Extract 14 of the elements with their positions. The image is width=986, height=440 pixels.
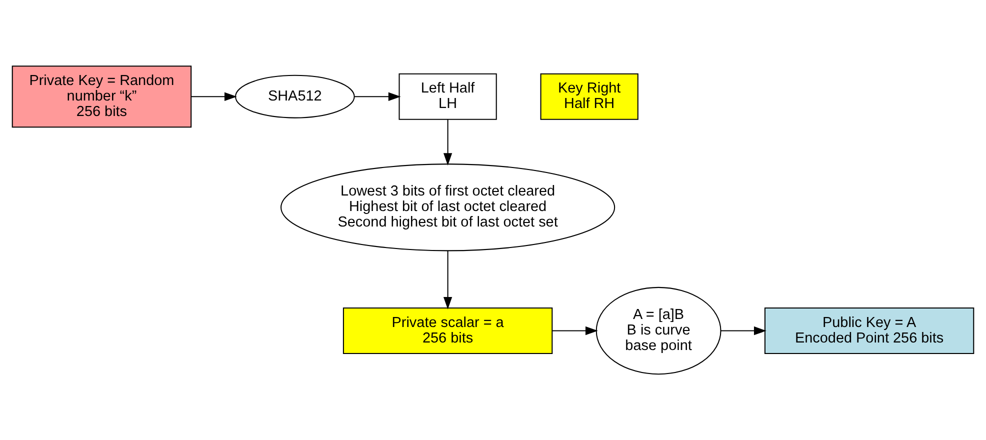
node-box: Public Key = A Encoded Point 256 bits [764, 308, 974, 354]
arrow [552, 326, 598, 336]
arrow [191, 92, 237, 101]
node-ellipse: Lowest 3 bits of first octet cleared Highest bit of last octet cleared Second highest bit of last octet set [280, 164, 616, 252]
node-ellipse: A = [a]B B is curve base point [596, 286, 722, 375]
arrow [443, 250, 452, 310]
node-ellipse: SHA512 [234, 74, 355, 118]
arrow [443, 119, 452, 166]
node-box: Left Half LH [398, 73, 497, 120]
node-box: Private Key = Random number “k” 256 bits [12, 66, 192, 128]
node-box: Key Right Half RH [540, 73, 638, 120]
arrow [354, 92, 401, 101]
arrow [720, 326, 766, 336]
node-box: Private scalar = a 256 bits [342, 308, 553, 354]
